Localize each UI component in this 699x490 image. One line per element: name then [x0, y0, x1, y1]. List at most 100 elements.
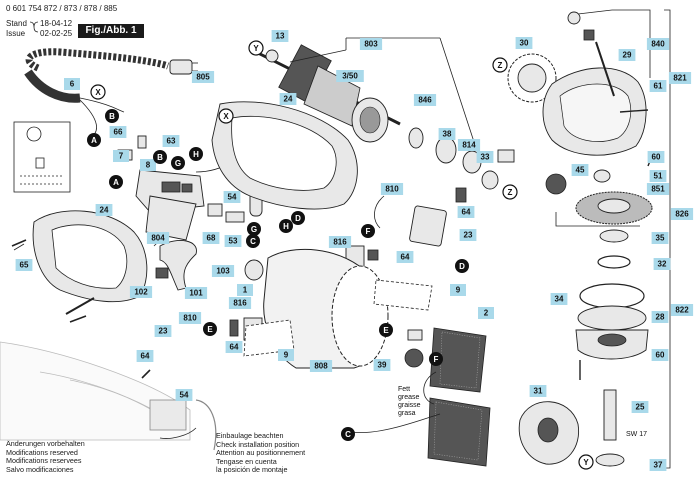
- part-tag: 805: [191, 71, 215, 83]
- issue-date: 02-02-25: [40, 29, 73, 38]
- svg-text:64: 64: [141, 352, 150, 361]
- svg-text:810: 810: [385, 185, 399, 194]
- svg-text:A: A: [91, 136, 97, 145]
- note-line: Tengase en cuenta: [216, 456, 277, 466]
- grease-line: grease: [398, 394, 420, 401]
- part-tag: 60: [651, 349, 669, 361]
- note-line: Check installation position: [216, 439, 300, 449]
- svg-text:54: 54: [228, 193, 237, 202]
- part-tag: 816: [328, 236, 352, 248]
- stator-lower: [349, 371, 491, 467]
- grease-line: graisse: [398, 402, 421, 409]
- flange: [518, 401, 580, 465]
- figure-label: Fig./Abb. 1: [78, 24, 144, 38]
- svg-text:E: E: [383, 326, 389, 335]
- fan: [404, 348, 424, 368]
- svg-text:60: 60: [656, 351, 665, 360]
- view-callout: X: [90, 84, 106, 100]
- svg-text:32: 32: [658, 260, 667, 269]
- svg-text:9: 9: [284, 351, 289, 360]
- field-coil: [407, 327, 487, 393]
- svg-text:64: 64: [230, 343, 239, 352]
- notes-right: Einbaulage beachten Check installation p…: [216, 431, 306, 475]
- svg-text:C: C: [345, 430, 351, 439]
- svg-text:E: E: [207, 325, 213, 334]
- screws: [11, 239, 151, 379]
- issue-label: Issue: [6, 29, 26, 38]
- svg-text:C: C: [250, 237, 256, 246]
- motor-housing: [243, 248, 433, 369]
- part-tag: 7: [113, 150, 129, 162]
- part-tag: 32: [653, 258, 671, 270]
- svg-text:Z: Z: [508, 188, 513, 197]
- part-tag: 51: [649, 170, 667, 182]
- svg-text:38: 38: [443, 130, 452, 139]
- part-tag: 33: [476, 151, 494, 163]
- part-tag: 64: [136, 350, 154, 362]
- part-tag: 102: [129, 286, 153, 298]
- svg-text:7: 7: [119, 152, 124, 161]
- svg-text:822: 822: [675, 306, 689, 315]
- notes-left: Änderungen vorbehalten Modifications res…: [6, 439, 85, 474]
- svg-text:6: 6: [70, 80, 75, 89]
- connection-callout: E: [379, 323, 393, 337]
- svg-text:816: 816: [333, 238, 347, 247]
- part-tag: 810: [380, 183, 404, 195]
- part-tag: 23: [154, 325, 172, 337]
- svg-text:H: H: [193, 150, 199, 159]
- grease-line: Fett: [398, 386, 410, 393]
- svg-text:13: 13: [276, 32, 285, 41]
- svg-text:64: 64: [462, 208, 471, 217]
- svg-text:28: 28: [656, 313, 665, 322]
- svg-text:G: G: [251, 225, 257, 234]
- part-tag: 6: [64, 78, 80, 90]
- svg-text:68: 68: [207, 234, 216, 243]
- part-tag: 851: [646, 183, 670, 195]
- note-line: Modifications reserved: [6, 447, 78, 457]
- note-line: Attention au positionnement: [216, 448, 306, 458]
- view-callout: X: [218, 108, 234, 124]
- part-tag: 45: [571, 164, 589, 176]
- part-tag: 804: [146, 232, 170, 244]
- svg-text:2: 2: [484, 309, 489, 318]
- note-line: Änderungen vorbehalten: [6, 439, 85, 448]
- svg-text:1: 1: [243, 286, 248, 295]
- svg-text:23: 23: [159, 327, 168, 336]
- part-tag: 64: [457, 206, 475, 218]
- svg-text:G: G: [175, 159, 181, 168]
- svg-text:54: 54: [180, 391, 189, 400]
- svg-text:Y: Y: [583, 458, 589, 467]
- view-callout: Y: [248, 40, 264, 56]
- gear-head: [507, 11, 653, 167]
- svg-text:64: 64: [401, 253, 410, 262]
- part-tag: 24: [95, 204, 113, 216]
- part-tag: 8: [140, 159, 156, 171]
- part-tag: 9: [278, 349, 294, 361]
- svg-text:X: X: [95, 88, 101, 97]
- part-tag: 28: [651, 311, 669, 323]
- part-tag: 60: [647, 151, 665, 163]
- part-tag: 63: [162, 135, 180, 147]
- power-cord: [24, 48, 198, 139]
- stand-label: Stand: [6, 19, 27, 28]
- svg-text:34: 34: [555, 295, 564, 304]
- connection-callout: F: [429, 352, 443, 366]
- connection-callout: C: [246, 234, 260, 248]
- connection-callout: A: [109, 175, 123, 189]
- svg-text:66: 66: [114, 128, 123, 137]
- svg-text:Y: Y: [253, 44, 259, 53]
- part-tag: 821: [668, 72, 692, 84]
- part-tag: 3/50: [336, 70, 364, 82]
- note-line: Modifications reservees: [6, 456, 82, 466]
- svg-text:B: B: [109, 112, 115, 121]
- part-tag: 38: [438, 128, 456, 140]
- connection-callout: G: [171, 156, 185, 170]
- installed-view: [0, 341, 217, 451]
- svg-text:803: 803: [364, 40, 378, 49]
- part-tag: 61: [649, 80, 667, 92]
- part-tag: 101: [184, 287, 208, 299]
